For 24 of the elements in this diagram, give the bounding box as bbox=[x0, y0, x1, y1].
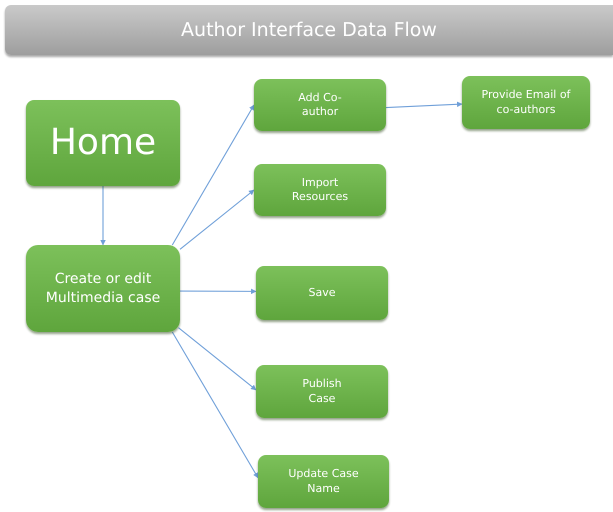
arrow bbox=[100, 186, 106, 246]
process-box bbox=[254, 79, 386, 131]
node-label: Provide Email of co-authors bbox=[480, 88, 572, 117]
process-box bbox=[26, 245, 180, 332]
arrow bbox=[172, 332, 258, 478]
arrow bbox=[180, 190, 254, 250]
process-box bbox=[256, 365, 388, 418]
node-label: Create or edit Multimedia case bbox=[44, 270, 162, 307]
process-box bbox=[462, 76, 590, 129]
process-box bbox=[254, 164, 386, 216]
node-label: Home bbox=[50, 120, 156, 165]
arrow bbox=[178, 327, 256, 390]
arrow bbox=[172, 104, 254, 246]
node-label: Import Resources bbox=[290, 176, 350, 204]
arrow bbox=[180, 288, 257, 294]
process-box bbox=[26, 100, 180, 186]
node-label: Publish Case bbox=[301, 377, 343, 406]
node-label: Add Co-author bbox=[297, 90, 343, 120]
title-banner: Author Interface Data Flow bbox=[5, 5, 613, 55]
process-box bbox=[256, 266, 388, 320]
node-label: Update Case Name bbox=[287, 467, 360, 496]
node-label: Save bbox=[308, 286, 336, 300]
arrow bbox=[386, 102, 463, 108]
process-box bbox=[258, 455, 389, 508]
